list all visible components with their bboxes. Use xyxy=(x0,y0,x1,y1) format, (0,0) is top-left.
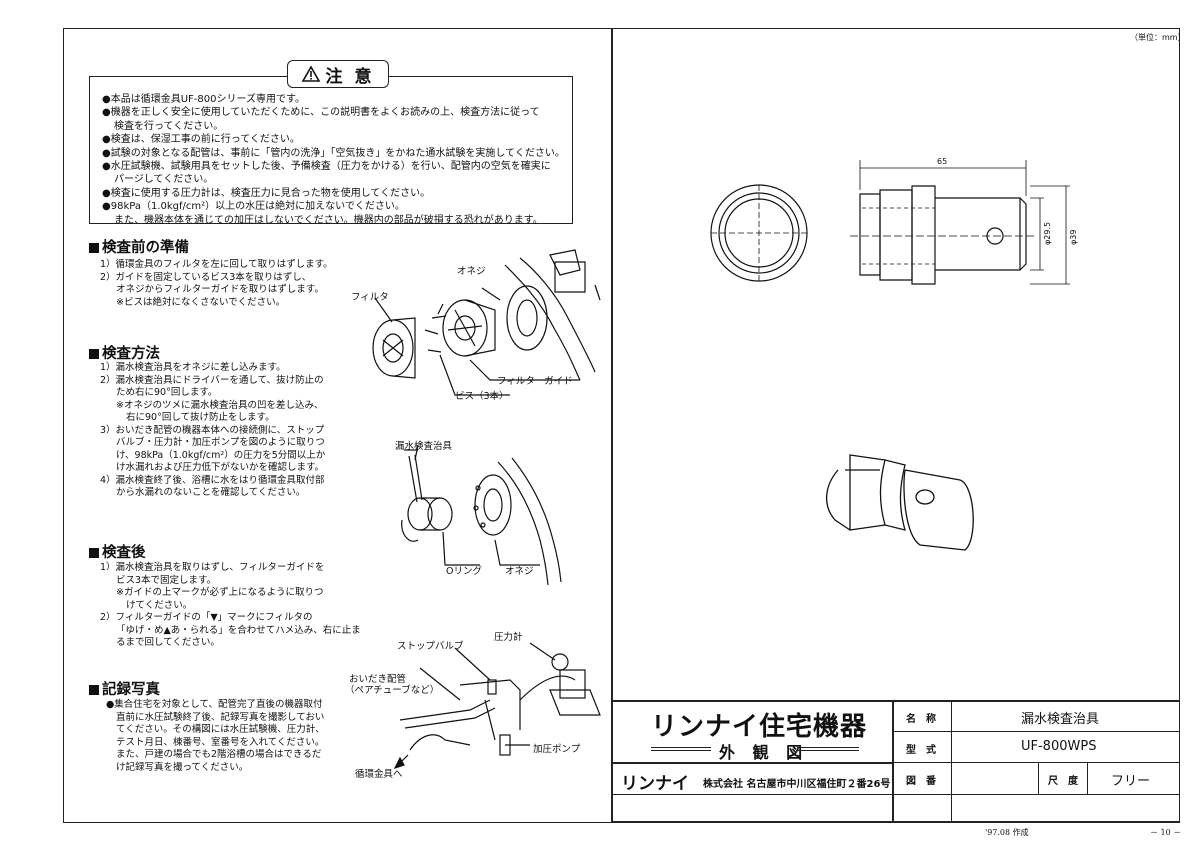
company-logo: リンナイ xyxy=(621,774,689,794)
scale-value: フリー xyxy=(1111,774,1151,789)
model-value: UF-800WPS xyxy=(1021,739,1097,754)
method-text: 1）漏水検査治具をオネジに差し込みます。 2）漏水検査治具にドライバーを通して、… xyxy=(100,362,326,498)
label-pair-tube: （ペアチューブなど） xyxy=(345,685,440,696)
caution-box: ●本品は循環金具UF-800シリーズ専用です。 ●機器を正しく安全に使用していた… xyxy=(89,76,573,226)
caution-title: 注 意 xyxy=(287,60,389,88)
warning-icon xyxy=(301,65,320,82)
name-value: 漏水検査治具 xyxy=(1021,712,1100,727)
name-label: 名 称 xyxy=(906,714,936,725)
unit-note: （単位：mm） xyxy=(1130,33,1186,42)
photo-text: ●集合住宅を対象として、配管完了直後の機器取付 直前に水圧試験終了後、記録写真を… xyxy=(106,699,325,773)
company-address: 株式会社 名古屋市中川区福住町２番26号 xyxy=(703,779,891,790)
title-block: リンナイ住宅機器 外 観 図 リンナイ 株式会社 名古屋市中川区福住町２番26号… xyxy=(611,700,1180,823)
view-rule-left xyxy=(651,747,711,751)
section-heading-after: 検査後 xyxy=(89,541,146,562)
dim-length: 65 xyxy=(937,157,948,166)
model-label: 型 式 xyxy=(906,745,936,756)
after-text: 1）漏水検査治具を取りはずし、フィルターガイドを ビス3本で固定します。 ※ガイ… xyxy=(100,562,361,648)
label-pump: 加圧ポンプ xyxy=(533,744,581,755)
label-stop-valve: ストップバルブ xyxy=(397,641,464,652)
creation-date: '97.08 作成 xyxy=(985,828,1029,837)
label-oidaki: おいだき配管 xyxy=(349,674,407,685)
drawing-frame xyxy=(63,28,1180,823)
label-gauge: 圧力計 xyxy=(494,632,523,643)
label-oneji-1: オネジ xyxy=(457,266,486,277)
prep-text: 1）循環金具のフィルタを左に回して取りはずします。 2）ガイドを固定しているビス… xyxy=(100,259,333,308)
drawing-number-label: 図 番 xyxy=(906,776,936,787)
section-heading-prep: 検査前の準備 xyxy=(89,236,189,257)
label-screws: ビス（3本） xyxy=(455,391,509,402)
label-jig: 漏水検査治具 xyxy=(395,441,453,452)
label-filter-guide: フィルターガイド xyxy=(497,376,573,387)
section-heading-photo: 記録写真 xyxy=(89,678,160,699)
label-fitting: 循環金具へ xyxy=(355,769,403,780)
view-title: 外 観 図 xyxy=(719,743,809,762)
page-number: － 10 － xyxy=(1150,828,1182,837)
label-oneji-2: オネジ xyxy=(505,566,534,577)
page-divider xyxy=(611,28,613,823)
brand-logo: リンナイ住宅機器 xyxy=(651,712,868,742)
label-oring: Oリング xyxy=(446,566,482,577)
label-filter: フィルタ xyxy=(351,292,389,303)
scale-label: 尺 度 xyxy=(1048,776,1078,787)
view-rule-right xyxy=(797,747,859,751)
section-heading-method: 検査方法 xyxy=(89,342,160,363)
